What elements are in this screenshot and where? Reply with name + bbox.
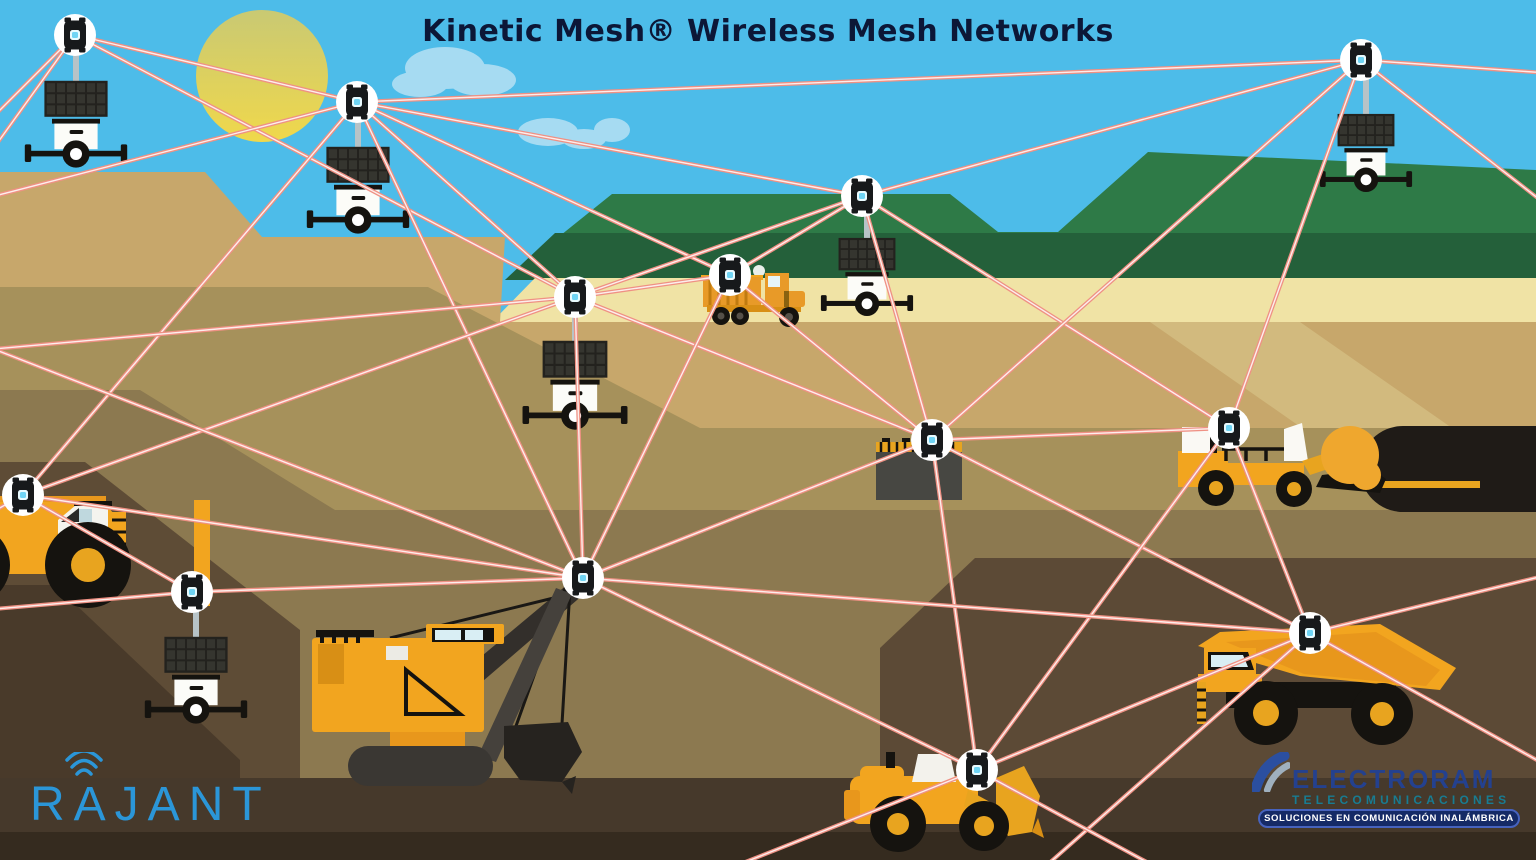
mesh-link-stub-13-core <box>748 769 978 860</box>
mesh-link-2-6-core <box>356 101 731 276</box>
mesh-link-8-13-core <box>976 427 1230 771</box>
mesh-link-4-8-core <box>1228 59 1362 429</box>
mesh-link-stub-2-core <box>0 101 358 196</box>
mesh-node-5 <box>554 276 596 318</box>
mesh-link-stub-11-core <box>0 350 584 579</box>
mesh-link-stub-1-core <box>0 34 76 141</box>
mesh-link-2-5-core <box>356 101 576 298</box>
mesh-link-11-13-core <box>582 577 978 771</box>
electroram-tagline: SOLUCIONES EN COMUNICACIÓN INALÁMBRICA <box>1258 809 1520 829</box>
mesh-link-11-12-core <box>582 577 1311 634</box>
mesh-link-3-6-core <box>729 195 863 276</box>
sun <box>196 10 328 142</box>
mesh-node-6 <box>709 254 751 296</box>
mesh-link-10-11-core <box>191 577 584 593</box>
mesh-link-7-8-core <box>931 427 1230 441</box>
mesh-link-4-7-core <box>931 59 1362 441</box>
mesh-link-stub-5-core <box>0 296 576 350</box>
mesh-link-3-4-core <box>861 59 1362 197</box>
electroram-name: ELECTRORAM <box>1292 764 1496 794</box>
mesh-node-10 <box>171 571 213 613</box>
electroram-subtitle: TELECOMUNICACIONES <box>1292 793 1511 807</box>
mesh-link-2-11-core <box>356 101 584 579</box>
electroram-logo: ELECTRORAM TELECOMUNICACIONES SOLUCIONES… <box>1252 752 1532 832</box>
mesh-link-stub-1-core <box>0 34 76 111</box>
mesh-link-5-9-core <box>22 296 576 496</box>
mesh-link-5-6-core <box>574 274 731 298</box>
trailer-mast <box>73 49 79 88</box>
mesh-link-2-4-core <box>356 59 1362 103</box>
mesh-link-5-11-core <box>574 296 584 579</box>
mesh-link-1-2-core <box>74 34 358 103</box>
mesh-link-stub-12-core <box>1051 632 1311 860</box>
mesh-node-7 <box>911 419 953 461</box>
mesh-link-3-7-core <box>861 195 933 441</box>
mesh-link-12-13-core <box>976 632 1311 771</box>
mesh-link-8-12-core <box>1228 427 1311 634</box>
mesh-link-stub-10-core <box>0 591 193 610</box>
mesh-node-3 <box>841 175 883 217</box>
mesh-link-1-5-core <box>74 34 576 298</box>
mesh-link-7-11-core <box>582 439 933 579</box>
mesh-link-stub-12-core <box>1309 632 1536 761</box>
mesh-node-11 <box>562 557 604 599</box>
mesh-node-12 <box>1289 612 1331 654</box>
mesh-node-9 <box>2 474 44 516</box>
mesh-link-2-3-core <box>356 101 863 197</box>
electroram-icon <box>1252 752 1290 792</box>
mesh-node-8 <box>1208 407 1250 449</box>
trailer-mast <box>864 210 870 245</box>
trailer-mast <box>355 116 361 154</box>
page-title: Kinetic Mesh® Wireless Mesh Networks <box>422 14 1114 49</box>
mesh-link-9-11-core <box>22 494 584 579</box>
mesh-link-2-9-core <box>22 101 358 496</box>
mesh-link-6-7-core <box>729 274 933 441</box>
mesh-node-13 <box>956 749 998 791</box>
mine-tunnel <box>1360 426 1536 512</box>
mesh-link-3-8-core <box>861 195 1230 429</box>
rajant-logo: RAJANT <box>30 752 271 831</box>
wifi-icon <box>65 752 103 776</box>
trailer-mast <box>193 606 199 644</box>
mesh-link-stub-4-core <box>1360 59 1536 73</box>
cloud <box>392 47 516 97</box>
green-hill-front <box>505 233 1536 280</box>
bottom-strip <box>0 832 1536 860</box>
mesh-links <box>0 33 1536 860</box>
rajant-wordmark: RAJANT <box>30 778 271 831</box>
mesh-node-2 <box>336 81 378 123</box>
trailer-mast <box>1363 74 1369 121</box>
mesh-link-stub-12-core <box>1309 577 1536 634</box>
mesh-link-5-7-core <box>574 296 933 441</box>
sand-slope <box>1150 322 1452 428</box>
mesh-link-7-12-core <box>931 439 1311 634</box>
mesh-link-6-11-core <box>582 274 731 579</box>
mesh-link-3-5-core <box>574 195 863 298</box>
mesh-link-9-10-core <box>22 494 193 593</box>
mesh-link-stub-4-core <box>1360 59 1536 198</box>
mesh-link-stub-13-core <box>976 769 1145 860</box>
